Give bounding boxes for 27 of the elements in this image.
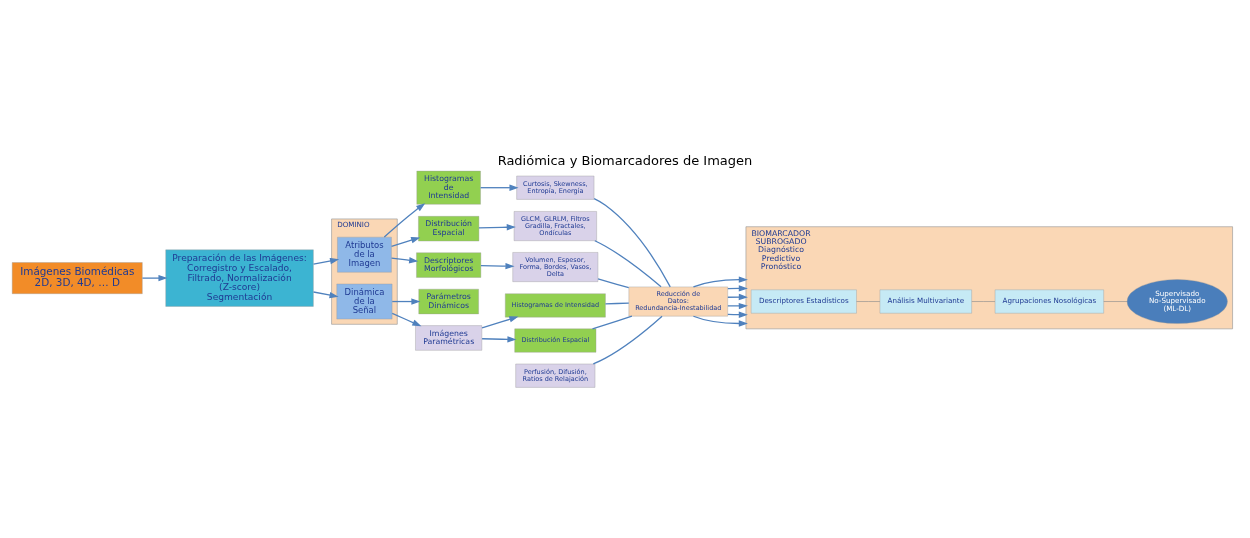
node-box: Preparación de las Imágenes: Corregistro y Escalado, Filtrado, Normalización (Z-score) Segmentación	[165, 249, 314, 307]
arrow	[391, 312, 422, 326]
connector	[604, 301, 630, 304]
connector	[971, 300, 996, 302]
arrow	[391, 297, 421, 305]
connector	[591, 315, 633, 329]
arrow	[481, 335, 517, 343]
node-box: Imágenes Biomédicas 2D, 3D, 4D, … D	[12, 261, 143, 294]
arrow	[478, 223, 516, 230]
diagram-title: Radiómica y Biomarcadores de Imagen	[497, 152, 753, 168]
connector	[593, 197, 671, 287]
arrow	[141, 274, 168, 281]
node-box: Dinámica de la Señal	[336, 283, 393, 319]
arrow	[390, 256, 419, 263]
node-box: Atributos de la Imagen	[337, 236, 392, 272]
arrow	[480, 262, 515, 269]
arrow	[312, 257, 340, 265]
arrow	[481, 315, 519, 328]
connector	[1103, 300, 1128, 302]
arrow	[390, 236, 421, 247]
arrow	[383, 202, 426, 238]
arrow	[312, 290, 339, 298]
connector	[592, 315, 663, 365]
connector	[594, 239, 662, 287]
arrow	[480, 184, 519, 191]
connector	[597, 277, 630, 288]
connector	[856, 300, 881, 302]
